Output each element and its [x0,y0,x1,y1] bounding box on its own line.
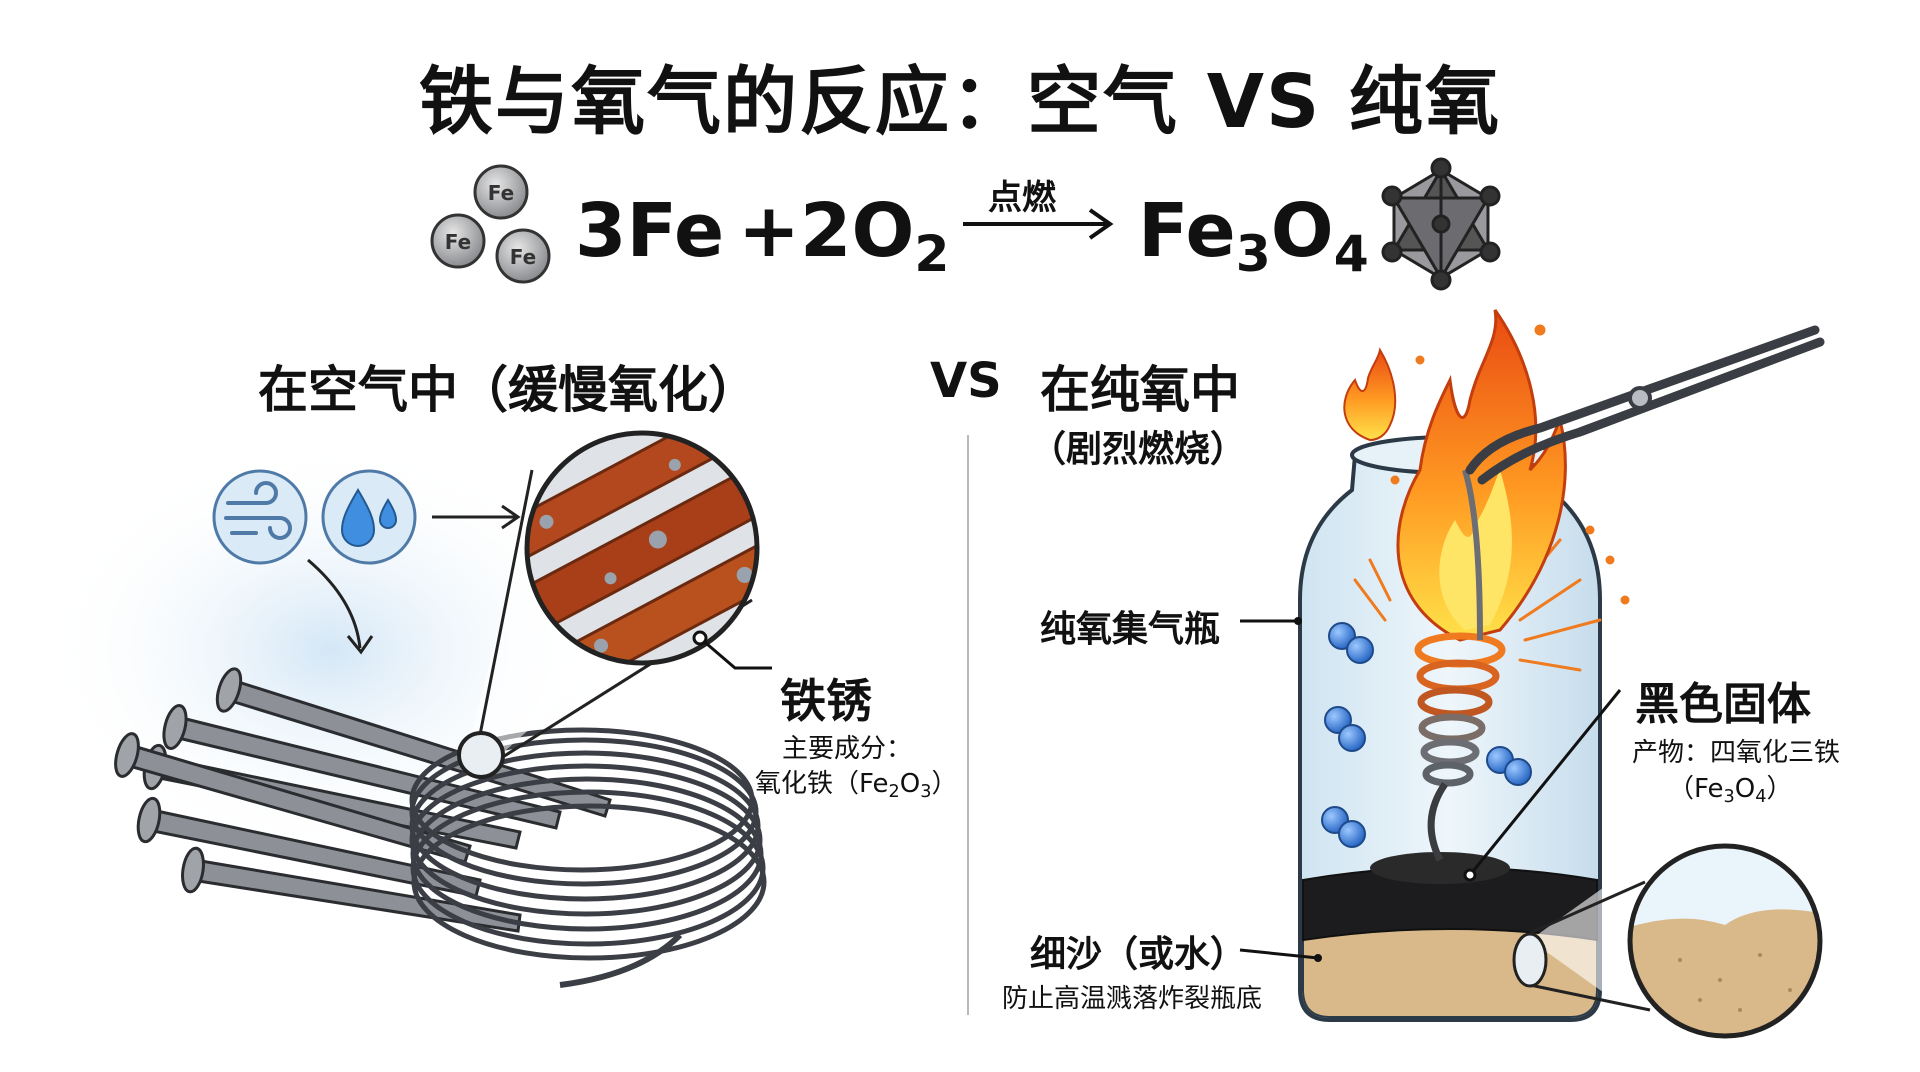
rust-formula-sub2: 3 [920,782,932,803]
solid-pointer [1468,689,1622,876]
equation-condition: 点燃 [988,178,1056,218]
sand-zoom-cone [1530,860,1642,1020]
iron-wire-coil [409,727,767,988]
crystal-lattice-icon [1381,157,1501,291]
product-formula-sub1: 3 [1723,787,1735,808]
rust-label: 铁锈 [780,674,872,728]
atom-label: Fe [510,245,536,269]
rust-pointer [699,636,772,670]
sand-label: 细沙（或水） [1030,934,1247,975]
product-o-text: O [1270,188,1334,274]
sand-pointer [1239,948,1319,960]
equation-reactant-fe: 3Fe [575,188,725,274]
water-drops-icon [321,469,417,565]
right-heading-line1: 在纯氧中 [1040,361,1240,419]
arrow-right-icon [307,504,521,655]
product-line2: （Fe3O4） [1668,768,1793,808]
vs-label: VS [930,353,1002,409]
equation-reactant-o: 2O2 [800,188,949,283]
left-heading: 在空气中（缓慢氧化） [258,361,758,419]
arrow-right-icon [963,208,1114,240]
product-line1: 产物：四氧化三铁 [1632,738,1841,768]
product-fe-subscript: 3 [1235,224,1271,284]
tongs-icon [1465,325,1825,485]
zoom-spot [457,731,505,779]
sand-zoom-circle [1627,843,1823,1039]
product-formula-o: O [1734,774,1756,804]
atom-label: Fe [445,230,471,254]
rust-detail-line2: 氧化铁（Fe2O3） [755,763,958,803]
product-formula-sub2: 4 [1755,787,1767,808]
page-title: 铁与氧气的反应：空气 VS 纯氧 [418,59,1502,145]
atom-label: Fe [488,181,514,205]
rust-formula-suffix: ） [931,769,958,799]
equation-plus: + [738,188,801,274]
oxygen-molecule-icon [1321,622,1532,848]
product-formula-prefix: （Fe [1668,774,1724,804]
rust-formula-sub1: 2 [888,782,900,803]
sand-detail: 防止高温溅落炸裂瓶底 [1002,984,1263,1014]
iron-spiral [1414,469,1506,862]
rust-zoom-circle [524,430,760,666]
product-fe-text: Fe [1138,188,1236,274]
rust-formula-o: O [899,769,921,799]
iron-atom-icon: Fe Fe Fe [430,164,551,284]
equation-o-text: 2O [800,188,915,274]
rust-detail-line1: 主要成分： [782,734,913,764]
equation-product: Fe3O4 [1138,188,1369,283]
solid-label: 黑色固体 [1635,679,1811,730]
product-formula-suffix: ） [1766,774,1793,804]
product-o-subscript: 4 [1333,224,1369,284]
rust-formula-prefix: 氧化铁（Fe [755,769,889,799]
equation-o-subscript: 2 [914,224,950,284]
bottle-label: 纯氧集气瓶 [1040,609,1221,650]
right-heading-line2: （剧烈燃烧） [1030,429,1247,470]
wind-icon [212,469,308,565]
